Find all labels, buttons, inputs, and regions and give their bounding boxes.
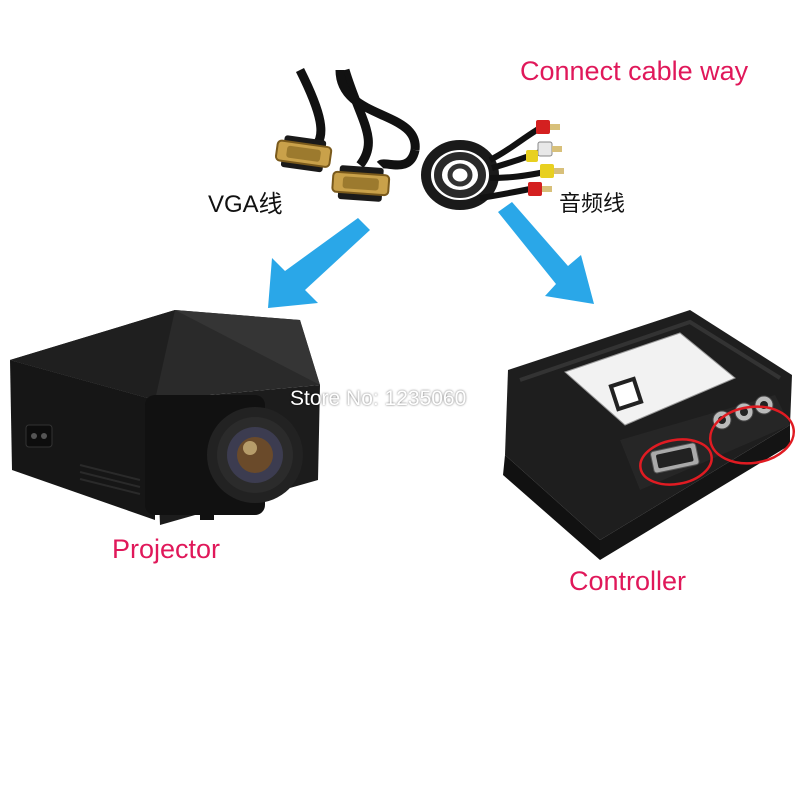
audio-cable-label: 音频线 xyxy=(559,191,626,216)
page-title: Connect cable way xyxy=(520,56,749,86)
store-watermark: Store No: 1235060 xyxy=(290,387,467,410)
controller-label: Controller xyxy=(569,566,687,596)
vga-cable-label: VGA线 xyxy=(208,191,283,218)
projector-label: Projector xyxy=(112,534,221,564)
